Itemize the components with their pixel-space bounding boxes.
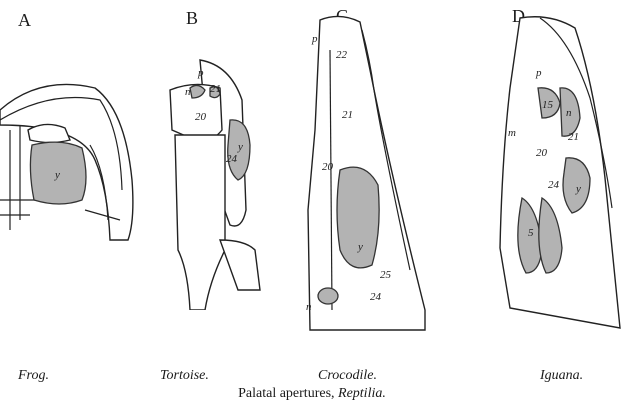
crocodile-label-21: 21 bbox=[342, 109, 353, 121]
iguana-skull-drawing: p 15 n 21 m 20 24 y 5 bbox=[480, 8, 624, 338]
iguana-label-n: n bbox=[566, 107, 572, 119]
panel-tortoise-skull: p n 21 20 24 y bbox=[150, 50, 280, 310]
panel-letter-b: B bbox=[186, 8, 198, 29]
tortoise-skull-drawing: p n 21 20 24 y bbox=[150, 50, 280, 310]
iguana-label-m: m bbox=[508, 127, 516, 139]
species-label-tortoise: Tortoise. bbox=[160, 368, 209, 384]
crocodile-label-n: n bbox=[306, 301, 312, 313]
crocodile-label-22: 22 bbox=[336, 49, 348, 61]
crocodile-label-p: p bbox=[311, 33, 318, 45]
caption-prefix: Palatal apertures, bbox=[238, 386, 338, 401]
iguana-label-24: 24 bbox=[548, 179, 560, 191]
frog-label-y: y bbox=[54, 169, 60, 181]
tortoise-label-y: y bbox=[237, 141, 243, 153]
crocodile-label-24: 24 bbox=[370, 291, 382, 303]
iguana-label-p: p bbox=[535, 67, 542, 79]
species-label-iguana: Iguana. bbox=[540, 368, 583, 384]
crocodile-label-y: y bbox=[357, 241, 363, 253]
iguana-label-15: 15 bbox=[542, 99, 554, 111]
iguana-label-21: 21 bbox=[568, 131, 579, 143]
panel-frog-skull: y bbox=[0, 70, 140, 250]
panel-crocodile-skull: p 22 21 20 y 25 24 n bbox=[300, 10, 460, 340]
tortoise-label-n: n bbox=[185, 86, 191, 98]
iguana-label-5: 5 bbox=[528, 227, 534, 239]
tortoise-label-24: 24 bbox=[226, 153, 238, 165]
iguana-label-20: 20 bbox=[536, 147, 548, 159]
crocodile-label-20: 20 bbox=[322, 161, 334, 173]
crocodile-label-25: 25 bbox=[380, 269, 392, 281]
tortoise-label-20: 20 bbox=[195, 111, 207, 123]
species-label-frog: Frog. bbox=[18, 368, 49, 384]
caption-taxon: Reptilia. bbox=[338, 386, 386, 401]
tortoise-label-21: 21 bbox=[210, 83, 221, 95]
species-label-crocodile: Crocodile. bbox=[318, 368, 377, 384]
crocodile-skull-drawing: p 22 21 20 y 25 24 n bbox=[300, 10, 460, 340]
frog-skull-drawing: y bbox=[0, 70, 140, 250]
panel-letter-a: A bbox=[18, 10, 31, 31]
tortoise-label-p: p bbox=[197, 67, 204, 79]
iguana-label-y: y bbox=[575, 183, 581, 195]
panel-iguana-skull: p 15 n 21 m 20 24 y 5 bbox=[480, 8, 624, 338]
figure-caption: Palatal apertures, Reptilia. bbox=[0, 386, 624, 402]
crocodile-posterior-nares bbox=[318, 288, 338, 304]
